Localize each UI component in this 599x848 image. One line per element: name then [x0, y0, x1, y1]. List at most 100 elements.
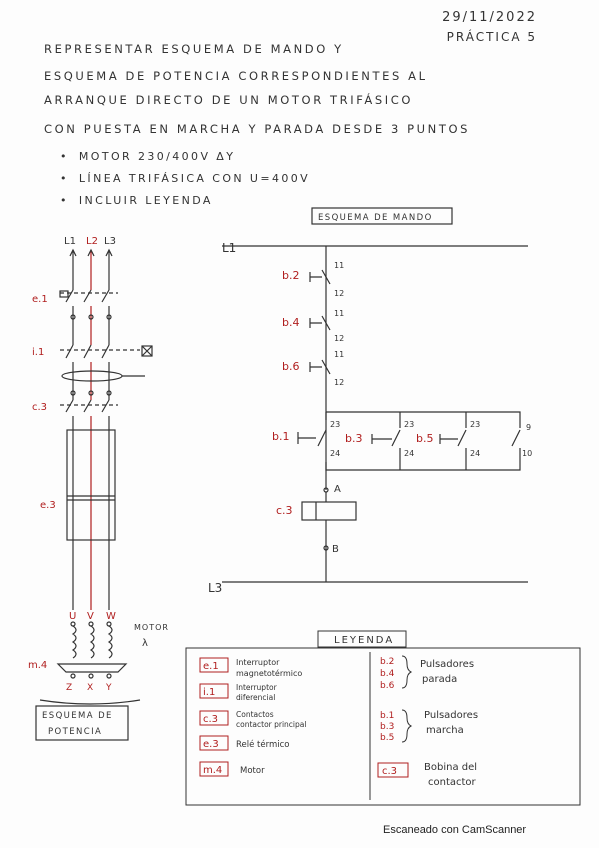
- svg-text:diferencial: diferencial: [236, 693, 275, 702]
- bullet-motor: MOTOR 230/400V ΔY: [60, 150, 235, 163]
- aux-contact-c3: 9 10: [511, 420, 532, 462]
- svg-text:23: 23: [470, 420, 480, 429]
- svg-text:24: 24: [330, 449, 340, 458]
- svg-text:contactor principal: contactor principal: [236, 720, 306, 729]
- svg-text:12: 12: [334, 289, 344, 298]
- power-caption-line-2: POTENCIA: [48, 727, 102, 737]
- svg-text:b.4: b.4: [380, 669, 395, 679]
- legend-group-coil: c.3 Bobina del contactor: [377, 762, 477, 788]
- start-button-b3: b.3 23 24: [345, 412, 414, 470]
- rail-l1: L1: [222, 241, 236, 255]
- svg-text:b.3: b.3: [345, 432, 362, 445]
- svg-text:b.5: b.5: [416, 432, 433, 445]
- terminal-u: U: [69, 611, 76, 622]
- svg-text:b.6: b.6: [380, 681, 395, 691]
- svg-text:11: 11: [334, 261, 344, 270]
- title-line-1: REPRESENTAR ESQUEMA DE MANDO Y: [44, 42, 344, 56]
- power-line-l2: L2: [86, 236, 98, 247]
- svg-text:parada: parada: [422, 674, 457, 685]
- svg-text:c.3: c.3: [382, 766, 397, 777]
- legend-item-e1: e.1 Interruptor magnetotérmico: [199, 657, 302, 678]
- svg-text:24: 24: [404, 449, 414, 458]
- label-e3: e.3: [40, 500, 56, 511]
- start-button-b1: b.1 23 24: [272, 420, 340, 458]
- terminal-v: V: [87, 611, 94, 622]
- svg-text:Pulsadores: Pulsadores: [424, 710, 478, 721]
- terminal-z: Z: [66, 683, 72, 693]
- label-c3: c.3: [32, 402, 47, 413]
- stop-button-b4: b.4 11 12: [282, 309, 344, 343]
- svg-text:23: 23: [404, 420, 414, 429]
- scanner-watermark: Escaneado con CamScanner: [383, 824, 527, 836]
- label-m4: m.4: [28, 660, 47, 671]
- title-line-4: CON PUESTA EN MARCHA Y PARADA DESDE 3 PU…: [44, 122, 471, 136]
- svg-text:marcha: marcha: [426, 725, 464, 736]
- svg-text:b.6: b.6: [282, 360, 299, 373]
- motor-symbol: λ: [142, 638, 148, 649]
- svg-text:b.2: b.2: [380, 657, 394, 667]
- start-button-b5: b.5 23 24: [416, 412, 480, 470]
- stop-button-b6: b.6 11 12: [282, 350, 344, 387]
- svg-text:11: 11: [334, 309, 344, 318]
- legend: LEYENDA e.1 Interruptor magnetotérmico i…: [185, 630, 581, 806]
- legend-group-start: b.1 b.3 b.5 Pulsadores marcha: [380, 709, 478, 743]
- label-i1: i.1: [32, 347, 44, 358]
- svg-text:b.4: b.4: [282, 316, 299, 329]
- power-caption-line-1: ESQUEMA DE: [42, 711, 113, 721]
- terminal-y: Y: [105, 683, 112, 693]
- bullet-legend: INCLUIR LEYENDA: [60, 194, 213, 207]
- svg-text:e.1: e.1: [203, 661, 219, 672]
- svg-text:Motor: Motor: [240, 766, 265, 776]
- svg-text:magnetotérmico: magnetotérmico: [236, 668, 302, 678]
- svg-text:Bobina del: Bobina del: [424, 762, 477, 773]
- date: 29/11/2022: [442, 10, 537, 25]
- title-line-2: ESQUEMA DE POTENCIA CORRESPONDIENTES AL: [44, 69, 428, 83]
- svg-text:Contactos: Contactos: [236, 710, 274, 719]
- legend-item-i1: i.1 Interruptor diferencial: [199, 683, 278, 702]
- practice-number: PRÁCTICA 5: [446, 30, 537, 44]
- coil-label: c.3: [276, 504, 293, 517]
- svg-text:9: 9: [526, 423, 531, 432]
- svg-text:Interruptor: Interruptor: [236, 683, 278, 692]
- legend-item-c3: c.3 Contactos contactor principal: [199, 710, 306, 729]
- svg-text:i.1: i.1: [203, 687, 215, 698]
- power-line-l1: L1: [64, 236, 76, 247]
- control-caption: ESQUEMA DE MANDO: [318, 213, 433, 223]
- svg-text:10: 10: [522, 449, 532, 458]
- control-diagram: ESQUEMA DE MANDO L1 b.2 11 12 b.4 11 12 …: [208, 207, 532, 595]
- svg-text:b.1: b.1: [380, 711, 394, 721]
- terminal-w: W: [106, 611, 116, 622]
- svg-text:24: 24: [470, 449, 480, 458]
- node-a: A: [334, 484, 341, 495]
- svg-text:Pulsadores: Pulsadores: [420, 659, 474, 670]
- stop-button-b2: b.2 11 12: [282, 261, 344, 298]
- svg-text:b.3: b.3: [380, 722, 394, 732]
- legend-item-m4: m.4 Motor: [199, 761, 265, 777]
- svg-text:11: 11: [334, 350, 344, 359]
- svg-text:12: 12: [334, 378, 344, 387]
- node-b: B: [332, 544, 339, 555]
- svg-text:e.3: e.3: [203, 739, 219, 750]
- svg-text:b.1: b.1: [272, 430, 289, 443]
- svg-text:b.2: b.2: [282, 269, 299, 282]
- svg-text:Interruptor: Interruptor: [236, 658, 280, 667]
- power-line-l3: L3: [104, 236, 116, 247]
- power-diagram: L1 L2 L3 e.1 i.1: [28, 236, 169, 741]
- svg-text:12: 12: [334, 334, 344, 343]
- legend-title: LEYENDA: [334, 635, 394, 646]
- svg-text:contactor: contactor: [428, 777, 477, 788]
- legend-item-e3: e.3 Relé térmico: [199, 735, 289, 751]
- motor-label: MOTOR: [134, 623, 169, 632]
- svg-text:Relé térmico: Relé térmico: [236, 739, 289, 750]
- bullet-line: LÍNEA TRIFÁSICA CON U=400V: [60, 172, 310, 185]
- svg-text:23: 23: [330, 420, 340, 429]
- svg-text:c.3: c.3: [203, 714, 218, 725]
- svg-text:m.4: m.4: [203, 765, 222, 776]
- label-e1: e.1: [32, 294, 48, 305]
- rail-l3: L3: [208, 581, 222, 595]
- terminal-x: X: [87, 683, 93, 693]
- legend-group-stop: b.2 b.4 b.6 Pulsadores parada: [380, 655, 474, 691]
- title-line-3: ARRANQUE DIRECTO DE UN MOTOR TRIFÁSICO: [44, 93, 414, 107]
